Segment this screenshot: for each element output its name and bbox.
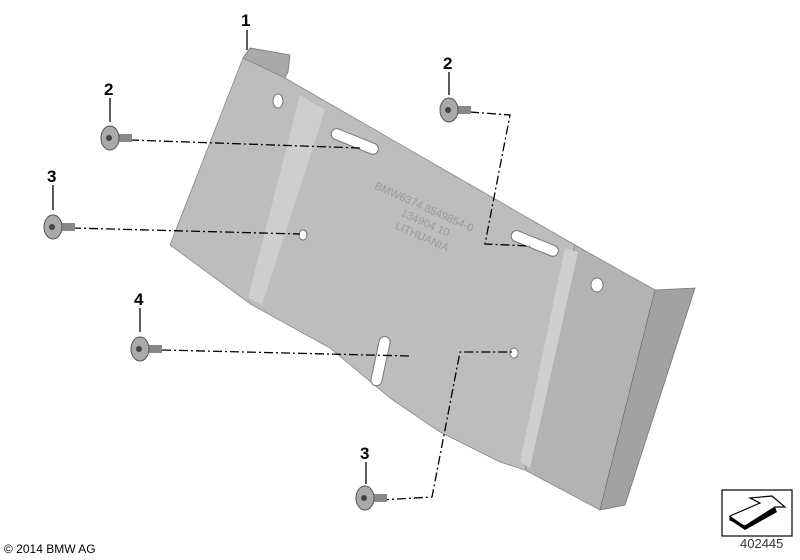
callout-3b: 3 — [360, 444, 369, 463]
callout-2b: 2 — [443, 54, 452, 73]
screw-2a[interactable] — [100, 125, 132, 151]
arrow-icon[interactable] — [721, 489, 793, 537]
callout-3a: 3 — [47, 167, 56, 186]
bracket-part-1[interactable]: BMW6374 8549854-0 134904 10 LITHUANIA — [169, 47, 696, 511]
copyright-text: © 2014 BMW AG — [4, 542, 96, 556]
diagram-number: 402445 — [740, 536, 784, 551]
callout-1: 1 — [241, 11, 250, 30]
screw-3b[interactable] — [355, 485, 387, 511]
screw-4[interactable] — [130, 336, 162, 362]
screw-3a[interactable] — [43, 214, 75, 240]
screws — [43, 97, 471, 511]
screw-2b[interactable] — [439, 97, 471, 123]
leader-lines — [52, 30, 531, 501]
callout-4: 4 — [134, 290, 144, 309]
callout-2a: 2 — [104, 80, 113, 99]
